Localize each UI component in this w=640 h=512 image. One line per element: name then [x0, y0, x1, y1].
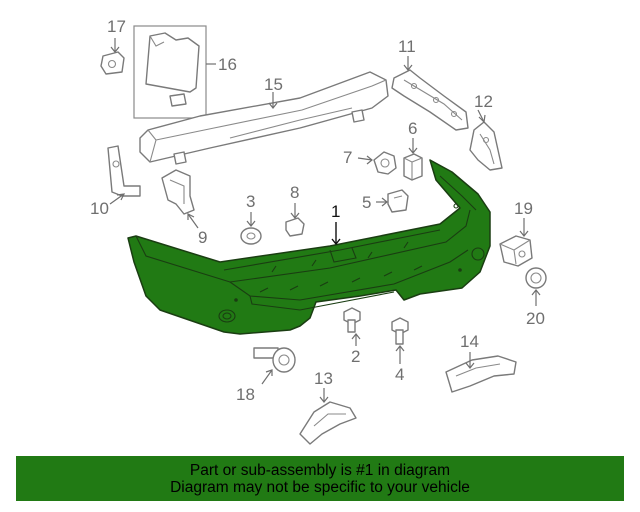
callout-18: 18: [236, 385, 255, 404]
callout-15: 15: [264, 75, 283, 94]
part-7-clip: [373, 151, 397, 175]
callout-6: 6: [408, 119, 417, 138]
callout-12: 12: [474, 92, 493, 111]
part-14-bracket: [445, 355, 517, 393]
callout-13: 13: [314, 369, 333, 388]
parts-diagram: 17 16 11 12 15 6 7 5 10 9 3 8 1 19 20 2 …: [90, 17, 547, 445]
footer-line-2: Diagram may not be specific to your vehi…: [170, 478, 470, 496]
callout-17: 17: [107, 17, 126, 36]
part-3-grommet: [240, 227, 262, 245]
callout-4: 4: [395, 365, 404, 384]
callout-16: 16: [218, 55, 237, 74]
part-12-bracket: [469, 121, 503, 171]
part-11-bracket: [391, 69, 469, 131]
part-6-nut: [403, 153, 423, 181]
part-16-bracket: [145, 32, 200, 107]
part-20-retainer: [525, 267, 547, 289]
footer-banner: Part or sub-assembly is #1 in diagram Di…: [16, 456, 624, 501]
part-2-bolt: [343, 307, 361, 333]
part-5-clip: [387, 189, 409, 213]
part-15-absorber: [139, 71, 389, 165]
callout-9: 9: [198, 228, 207, 247]
callout-20: 20: [526, 309, 545, 328]
callout-19: 19: [514, 199, 533, 218]
part-4-bolt: [391, 317, 409, 345]
part-18-bolt: [253, 347, 296, 373]
part-1-bumper-cover: [127, 159, 491, 335]
callout-5: 5: [362, 193, 371, 212]
callout-3: 3: [246, 192, 255, 211]
callout-10: 10: [90, 199, 109, 218]
part-17-clip: [100, 51, 125, 75]
part-10-bracket: [107, 145, 141, 197]
callout-2: 2: [351, 347, 360, 366]
callout-8: 8: [290, 183, 299, 202]
part-8-clip: [285, 217, 305, 237]
part-19-sensor: [499, 235, 533, 267]
callout-7: 7: [343, 148, 352, 167]
callout-11: 11: [398, 37, 416, 56]
callout-14: 14: [460, 332, 479, 351]
footer-line-1: Part or sub-assembly is #1 in diagram: [189, 461, 451, 479]
part-13-bracket: [299, 401, 357, 445]
part-9-bracket: [161, 169, 195, 215]
callout-1: 1: [331, 202, 340, 221]
